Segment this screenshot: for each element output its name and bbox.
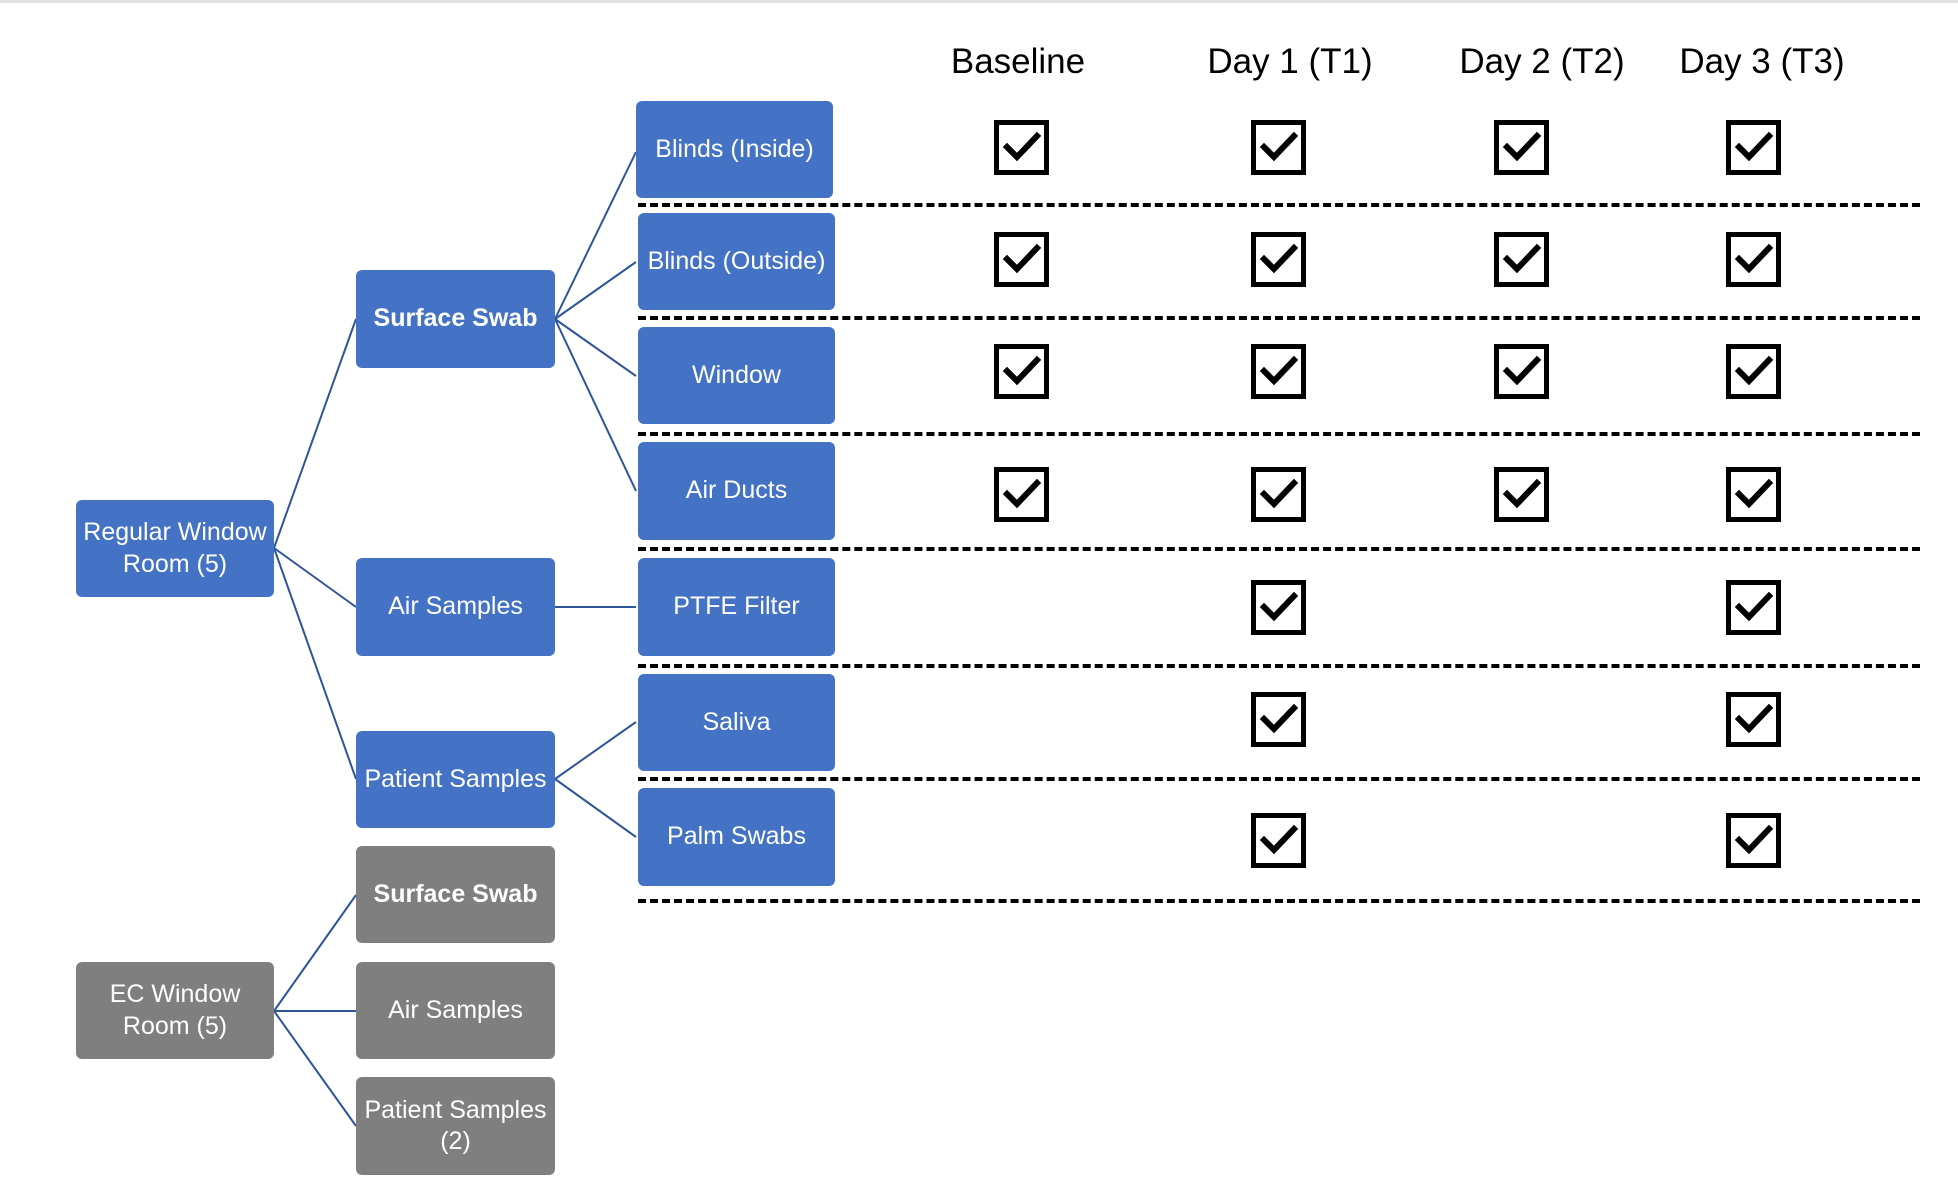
ec-air-samples-label: Air Samples: [388, 995, 523, 1024]
connector-room-patient: [273, 547, 357, 780]
ec-surface-swab-node: Surface Swab: [356, 846, 555, 943]
row-separator: [638, 316, 1920, 320]
checkbox-checked-icon: [1251, 467, 1306, 522]
sample-node-blinds-outside: Blinds (Outside): [638, 213, 835, 310]
checkbox-checked-icon: [1726, 120, 1781, 175]
regular-air-samples-node: Air Samples: [356, 558, 555, 656]
column-header-day2: Day 2 (T2): [1459, 42, 1625, 81]
column-header-day3: Day 3 (T3): [1679, 42, 1845, 81]
sample-node-saliva: Saliva: [638, 674, 835, 771]
checkbox-checked-icon: [1251, 120, 1306, 175]
connector-patient-palm: [554, 778, 637, 838]
ec-patient-samples-label: Patient Samples (2): [364, 1095, 547, 1155]
sample-label-ptfe-filter: PTFE Filter: [673, 592, 800, 621]
row-separator: [638, 547, 1920, 551]
checkbox-checked-icon: [1251, 813, 1306, 868]
checkbox-checked-icon: [1251, 344, 1306, 399]
sample-label-saliva: Saliva: [702, 707, 771, 736]
checkbox-checked-icon: [1726, 813, 1781, 868]
regular-patient-samples-label: Patient Samples: [364, 764, 547, 793]
connector-surface-window: [554, 318, 637, 377]
regular-window-room-node: Regular Window Room (5): [76, 500, 274, 597]
connector-surface-blinds-inside: [554, 151, 637, 320]
regular-surface-swab-node: Surface Swab: [356, 270, 555, 368]
ec-window-room-node: EC Window Room (5): [76, 962, 274, 1059]
checkbox-checked-icon: [1251, 232, 1306, 287]
sample-node-air-ducts: Air Ducts: [638, 442, 835, 540]
connector-surface-air-ducts: [554, 318, 637, 492]
sample-label-blinds-inside: Blinds (Inside): [655, 134, 814, 163]
column-header-baseline: Baseline: [950, 42, 1086, 81]
regular-surface-swab-label: Surface Swab: [373, 304, 538, 333]
row-separator: [638, 777, 1920, 781]
connector-ec-surface: [273, 894, 357, 1012]
sample-label-blinds-outside: Blinds (Outside): [647, 246, 826, 275]
row-separator: [638, 899, 1920, 903]
ec-patient-samples-node: Patient Samples (2): [356, 1077, 555, 1175]
sample-node-ptfe-filter: PTFE Filter: [638, 558, 835, 656]
sample-node-window: Window: [638, 327, 835, 424]
ec-air-samples-node: Air Samples: [356, 962, 555, 1059]
top-border: [0, 0, 1958, 3]
sample-label-palm-swabs: Palm Swabs: [667, 822, 806, 851]
ec-surface-swab-label: Surface Swab: [373, 879, 538, 908]
checkbox-checked-icon: [1494, 120, 1549, 175]
checkbox-checked-icon: [1494, 232, 1549, 287]
row-separator: [638, 432, 1920, 436]
checkbox-checked-icon: [994, 344, 1049, 399]
checkbox-checked-icon: [1726, 344, 1781, 399]
connector-patient-saliva: [554, 721, 637, 780]
sample-node-blinds-inside: Blinds (Inside): [636, 101, 833, 198]
checkbox-checked-icon: [994, 232, 1049, 287]
sample-label-air-ducts: Air Ducts: [685, 476, 788, 505]
checkbox-checked-icon: [1726, 467, 1781, 522]
regular-air-samples-label: Air Samples: [388, 592, 523, 621]
checkbox-checked-icon: [1726, 232, 1781, 287]
checkbox-checked-icon: [994, 467, 1049, 522]
connector-room-surface: [273, 318, 357, 549]
checkbox-checked-icon: [1726, 692, 1781, 747]
checkbox-checked-icon: [1494, 344, 1549, 399]
connector-room-air: [273, 547, 357, 608]
regular-patient-samples-node: Patient Samples: [356, 731, 555, 828]
row-separator: [638, 203, 1920, 207]
sample-label-window: Window: [692, 360, 781, 389]
sample-node-palm-swabs: Palm Swabs: [638, 788, 835, 886]
regular-window-room-label: Regular Window Room (5): [83, 518, 267, 578]
checkbox-checked-icon: [1251, 692, 1306, 747]
connector-surface-blinds-outside: [554, 261, 637, 320]
ec-window-room-label: EC Window Room (5): [109, 980, 241, 1040]
column-header-day1: Day 1 (T1): [1207, 42, 1373, 81]
checkbox-checked-icon: [994, 120, 1049, 175]
row-separator: [638, 664, 1920, 668]
checkbox-checked-icon: [1726, 580, 1781, 635]
connector-ec-patient: [273, 1010, 357, 1127]
checkbox-checked-icon: [1494, 467, 1549, 522]
checkbox-checked-icon: [1251, 580, 1306, 635]
